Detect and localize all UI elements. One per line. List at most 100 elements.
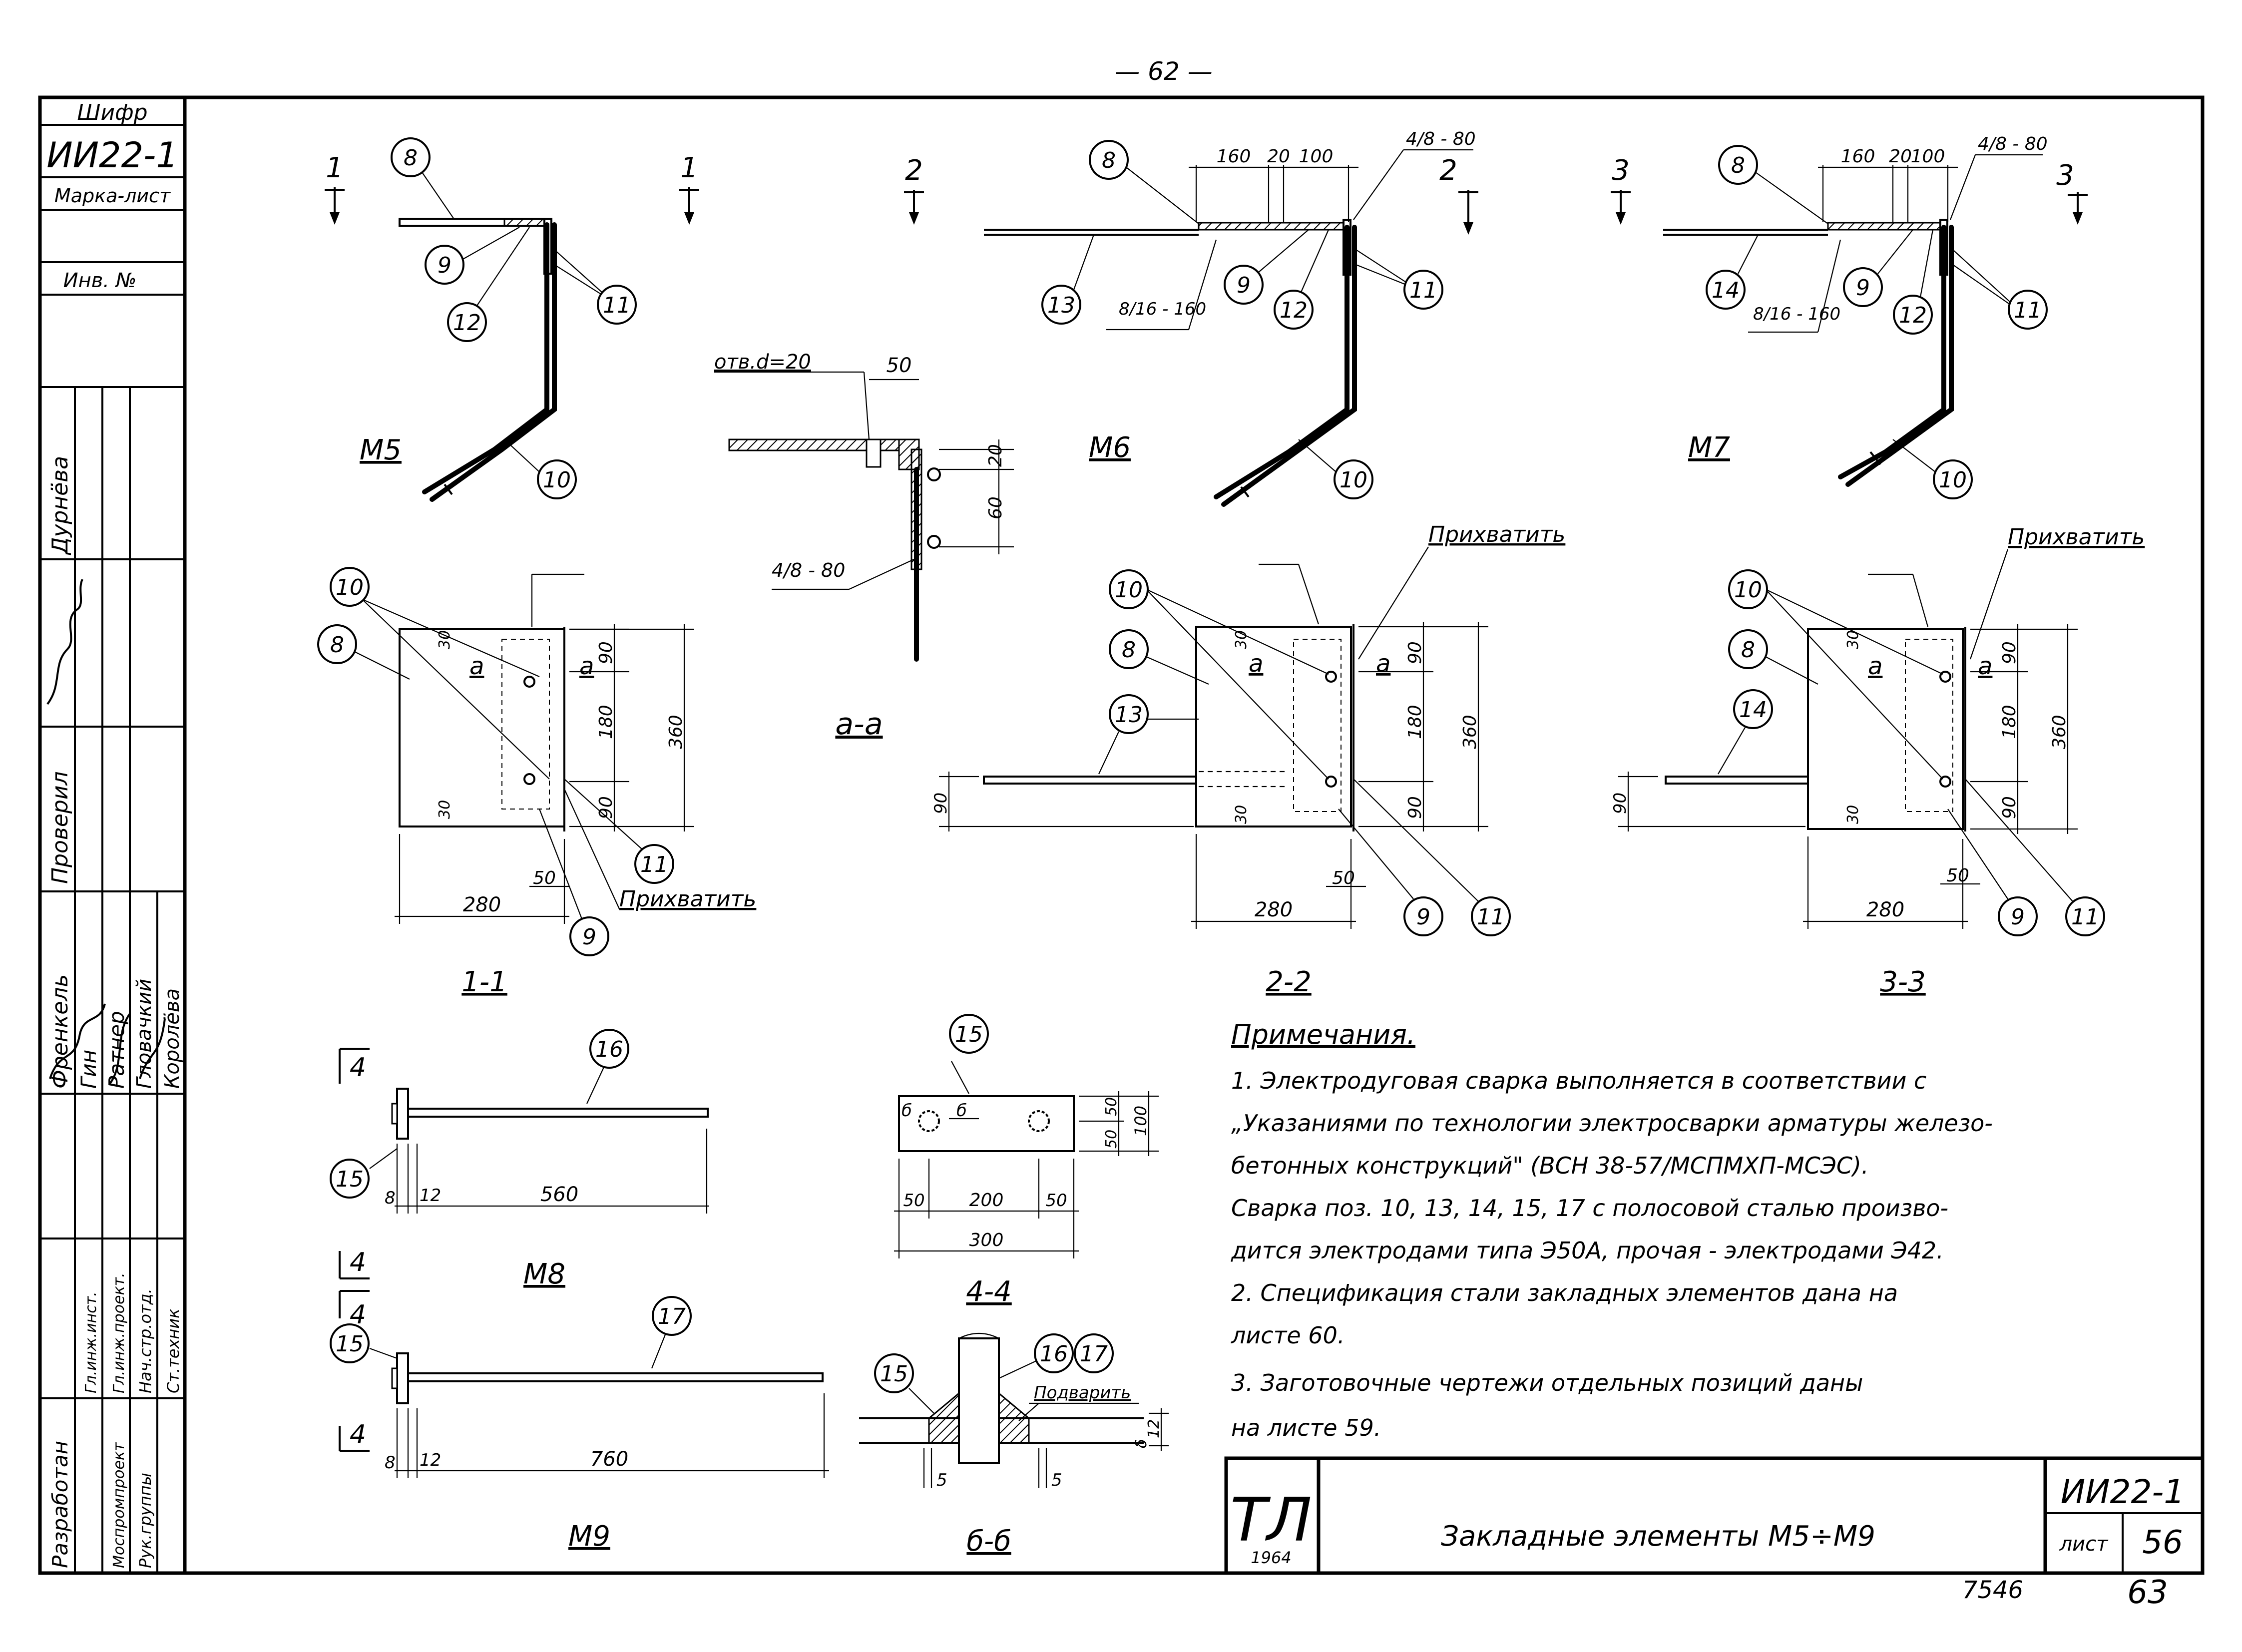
view-aa: отв.d=20 50 20 60 4/8 - 80 а-а: [714, 351, 1014, 742]
s22-cut-right: а: [1376, 650, 1390, 678]
signature-1: [46, 579, 83, 705]
s22-total: 360: [1460, 715, 1480, 749]
svg-text:11: 11: [603, 293, 631, 318]
s11-h2: 180: [596, 705, 616, 739]
role-group-lead: Рук.группы: [136, 1473, 155, 1568]
name-gin: Гин: [76, 1050, 101, 1089]
svg-text:15: 15: [336, 1331, 364, 1357]
position-bubbles: 8 9 12 11 10 8 13 9 12 11 10 8 14 9 12 1…: [317, 137, 2105, 1393]
s44-mark-left: б: [901, 1101, 912, 1121]
view-m5: 1 1 М5: [325, 152, 699, 502]
m7-dim-20: 20: [1889, 146, 1912, 167]
tl-year: 1964: [1251, 1548, 1291, 1567]
left-stamp: Шифр ИИ22-1 Марка-лист Инв. № Дурнёва Пр…: [38, 95, 187, 1575]
bubble-16-s44: [949, 1014, 989, 1054]
bubble-10: [537, 459, 577, 499]
svg-text:8: 8: [1731, 153, 1745, 178]
s22-h3: 90: [1405, 796, 1425, 819]
s44-mark-right: б: [956, 1101, 967, 1121]
svg-text:10: 10: [1939, 467, 1967, 493]
svg-text:8: 8: [404, 145, 418, 171]
s11-h3: 90: [596, 796, 616, 819]
bubble-11-s33: [2065, 896, 2105, 936]
bubble-12: [447, 302, 487, 342]
signature-2: [49, 1003, 166, 1085]
svg-text:10: 10: [1734, 577, 1762, 603]
s11-label: 1-1: [461, 966, 507, 998]
note-line-5: дится электродами типа Э50А, прочая - эл…: [1231, 1237, 1944, 1264]
svg-text:13: 13: [1115, 702, 1143, 728]
m5-label: М5: [360, 434, 402, 466]
s22-width: 280: [1255, 898, 1293, 921]
approver-label: Проверил: [47, 771, 73, 884]
sheet-number: 56: [2142, 1524, 2183, 1561]
view-section-2-2: а а 90 180 90 360 90 280 50 30 30 Прихва…: [931, 522, 1565, 998]
svg-text:8: 8: [1122, 637, 1136, 663]
svg-text:12: 12: [1280, 298, 1308, 323]
bubble-11: [597, 285, 637, 325]
s33-d30b: 30: [1844, 805, 1862, 824]
m9-dim-760: 760: [590, 1448, 628, 1471]
bubble-12-m6: [1274, 290, 1314, 330]
cipher-value: ИИ22-1: [46, 135, 178, 176]
role-durneva: Дурнёва: [47, 456, 73, 555]
svg-text:10: 10: [543, 467, 571, 493]
role-chief-proj: Гл.инж.проект.: [110, 1272, 128, 1393]
s22-d50: 50: [1332, 868, 1355, 888]
s33-total: 360: [2049, 715, 2070, 749]
s22-label: 2-2: [1266, 966, 1311, 998]
bb-dim-5b: 5: [1051, 1470, 1062, 1490]
svg-text:10: 10: [1115, 577, 1143, 603]
s33-cut-left: а: [1868, 652, 1882, 680]
bubble-16-bb: [874, 1353, 914, 1393]
bubble-11-s22: [1471, 896, 1511, 936]
note-line-9: на листе 59.: [1231, 1414, 1381, 1441]
m8-mark-bottom: 4: [350, 1247, 366, 1277]
view-m6: 2 2 160 20 100 4/8 - 80 8/16 - 160 М6: [904, 129, 1478, 507]
svg-text:13: 13: [1047, 293, 1075, 318]
s44-total: 300: [969, 1230, 1004, 1250]
bubble-10-s22: [1109, 569, 1149, 609]
cipher-label: Шифр: [77, 100, 147, 125]
bubble-10-m7: [1933, 459, 1973, 499]
s44-v100: 100: [1131, 1106, 1150, 1136]
svg-text:8: 8: [330, 632, 344, 658]
bb-dim-12: 12: [1145, 1419, 1163, 1438]
s22-h1: 90: [1405, 641, 1425, 664]
bubble-10-m6: [1334, 459, 1373, 499]
m8-label: М8: [523, 1258, 565, 1290]
svg-text:14: 14: [1712, 278, 1740, 303]
bb-weld: Подварить: [1034, 1383, 1131, 1403]
s22-cut-left: а: [1249, 650, 1263, 678]
svg-text:11: 11: [2071, 904, 2099, 930]
s33-d30a: 30: [1844, 630, 1862, 649]
note-line-1: 1. Электродуговая сварка выполняется в с…: [1231, 1067, 1926, 1094]
m5-mark-left: 1: [326, 152, 344, 184]
bubble-11-s11: [634, 844, 674, 884]
m8-dim-12: 12: [420, 1186, 441, 1206]
s22-h2: 180: [1405, 705, 1425, 739]
svg-text:11: 11: [2014, 298, 2042, 323]
bubble-13: [1041, 285, 1081, 325]
view-section-4-4: б б 50 50 100 50 200 50 300 4-4: [894, 1061, 1159, 1308]
svg-text:11: 11: [640, 852, 668, 877]
bubble-8-s11: [317, 624, 357, 664]
s33-d50: 50: [1946, 865, 1969, 886]
svg-text:9: 9: [1237, 273, 1251, 298]
role-technician: Ст.техник: [164, 1308, 183, 1393]
bubble-15-bb: [1034, 1333, 1074, 1373]
m9-label: М9: [568, 1520, 610, 1553]
svg-text:16: 16: [1040, 1341, 1068, 1367]
svg-text:10: 10: [1340, 467, 1367, 493]
archive-number: 7546: [1962, 1576, 2023, 1604]
m9-dim-12: 12: [420, 1450, 441, 1470]
view-section-1-1: а а 90 180 90 360 280 50 30 30 Прихватит…: [362, 573, 756, 998]
s11-attach: Прихватить: [619, 886, 756, 912]
m9-dim-8: 8: [385, 1453, 396, 1473]
aa-weld: 4/8 - 80: [772, 559, 845, 581]
s44-h50a: 50: [903, 1191, 924, 1211]
view-m8: 4 4 8 12 560 М8: [339, 1048, 709, 1290]
bubble-8-m6: [1089, 140, 1129, 180]
bubble-16-m8: [330, 1159, 370, 1199]
page-number: — 62 —: [1115, 57, 1212, 86]
